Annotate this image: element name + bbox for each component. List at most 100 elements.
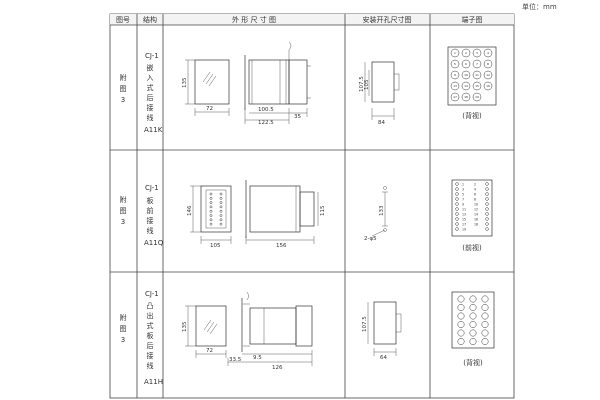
row3-side-view (227, 291, 313, 366)
terminal-dot (485, 182, 489, 186)
pin-dot (219, 218, 223, 222)
row2-terminal-block (451, 179, 493, 237)
pin-dot (219, 201, 223, 204)
terminal-number: 12 (474, 208, 478, 212)
row1-dim-width: 72 (206, 106, 213, 112)
pin-dot (209, 209, 213, 213)
terminal-dot (485, 192, 489, 196)
terminal-circle (483, 70, 493, 80)
header-mounting-cutout: 安装开孔尺寸图 (363, 15, 412, 24)
row2-side-view (245, 180, 319, 244)
terminal-circle (457, 338, 465, 345)
row1-struct-0: 嵌 (147, 64, 154, 72)
terminal-circle (461, 48, 471, 58)
terminal-circle (461, 70, 471, 80)
terminal-number: 3 (462, 188, 464, 192)
row2-struct-1: 前 (147, 206, 154, 215)
terminal-number: 15 (475, 84, 479, 88)
terminal-dot (455, 202, 459, 206)
row1-model: CJ-1 (145, 52, 159, 60)
pin-dot (209, 192, 213, 196)
row-1: 附 图 3 CJ-1 嵌 入 式 后 接 线 A11K 135 72 (120, 41, 497, 134)
row1-cut-w: 84 (378, 120, 385, 126)
row3-code: A11H (144, 378, 163, 386)
row1-terminal-block (447, 46, 497, 106)
pin-dot (209, 218, 213, 222)
row3-dim-width: 72 (206, 348, 213, 354)
pin-dot (209, 196, 213, 200)
terminal-dot (485, 227, 489, 231)
terminal-dot (485, 202, 489, 206)
terminal-number: 5 (462, 193, 464, 197)
row2-struct-0: 板 (147, 196, 154, 205)
row2-fig-num: 3 (121, 218, 125, 226)
row1-struct-2: 式 (147, 83, 154, 92)
terminal-circle (469, 329, 477, 337)
terminal-number: 13 (453, 84, 457, 88)
row1-struct-3: 后 (147, 93, 154, 102)
row1-dim-total: 122.5 (258, 120, 274, 126)
row3-dim-height: 135 (182, 321, 188, 332)
terminal-circle (481, 338, 489, 345)
row2-fig-prefix: 附 (120, 195, 127, 204)
terminal-dot (455, 207, 459, 211)
row3-view-label: (背视) (463, 358, 483, 367)
header-structure: 结构 (143, 15, 157, 24)
terminal-number: 10 (464, 73, 468, 77)
table-grid (109, 13, 515, 399)
row3-terminals (457, 295, 489, 345)
terminal-circle (472, 81, 482, 91)
pin-dot (209, 205, 213, 209)
terminal-circle (481, 304, 489, 311)
terminal-number: 16 (486, 84, 490, 88)
pin-dot (219, 192, 223, 196)
terminal-dot (455, 192, 459, 196)
terminal-circle (469, 304, 477, 311)
terminal-circle (483, 48, 493, 58)
row3-struct-1: 出 (147, 311, 154, 320)
header-terminal-diagram: 端子图 (462, 15, 483, 24)
terminal-number: 3 (476, 51, 478, 55)
terminal-dot (455, 212, 459, 216)
row3-struct-0: 凸 (147, 302, 154, 310)
terminal-number: 8 (487, 62, 489, 66)
terminal-circle (481, 312, 489, 320)
row3-fig-mid: 图 (120, 325, 127, 333)
terminal-number: 11 (462, 208, 466, 212)
terminal-dot (485, 197, 489, 201)
row3-dim-gap: 9.5 (253, 355, 262, 361)
terminal-circle (472, 59, 482, 69)
pin-dot (219, 214, 223, 217)
row3-struct-6: 线 (147, 361, 154, 370)
terminal-number: 9 (462, 203, 464, 207)
row3-terminal-block (451, 291, 495, 349)
row1-fig-mid: 图 (120, 85, 127, 93)
terminal-dot (485, 207, 489, 211)
terminal-number: 15 (462, 218, 466, 222)
terminal-number: 18 (474, 223, 478, 227)
terminal-circle (481, 295, 489, 303)
row1-fig-num: 3 (121, 96, 125, 104)
terminal-circle (472, 70, 482, 80)
row1-view-label: (背视) (462, 111, 482, 120)
row3-struct-2: 式 (147, 321, 154, 330)
row3-cut-w: 64 (380, 355, 387, 361)
row1-dim-rear: 35 (294, 114, 301, 120)
pin-dot (219, 196, 223, 200)
terminal-circle (483, 59, 493, 69)
unit-label: 单位：mm (522, 3, 557, 11)
terminal-circle (450, 92, 460, 102)
row1-front-view (185, 59, 230, 116)
terminal-dot (455, 182, 459, 186)
pin-dot (209, 201, 213, 204)
row3-fig-num: 3 (121, 336, 125, 344)
terminal-dot (485, 212, 489, 216)
terminal-circle (457, 312, 465, 320)
row2-cut-holes: 2-φ5 (364, 236, 377, 242)
terminal-dot (485, 187, 489, 191)
row3-cutout (367, 301, 402, 356)
terminal-circle (483, 81, 493, 91)
terminal-number: 7 (462, 198, 464, 202)
